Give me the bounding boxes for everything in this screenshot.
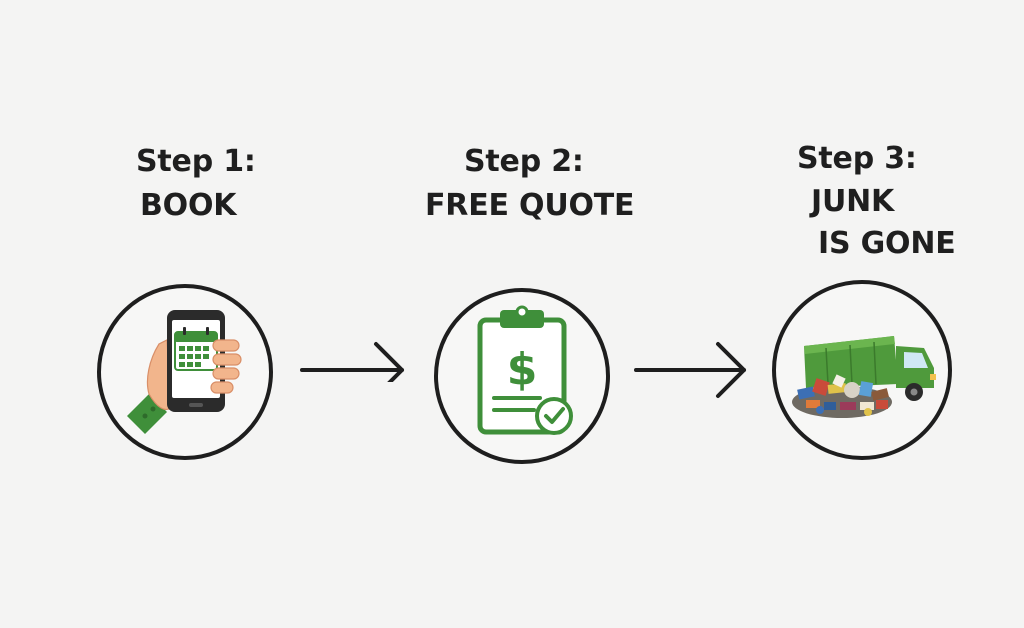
garbage-truck-junk-icon [792, 336, 936, 418]
step-2-title: FREE QUOTE [425, 188, 635, 223]
step-2-heading: Step 2: [464, 144, 584, 179]
svg-text:$: $ [507, 344, 538, 395]
step-1-title: BOOK [140, 188, 237, 223]
clipboard-dollar-check-icon: $ [477, 305, 573, 435]
step-1-circle [97, 284, 273, 460]
step-3-title-line-2: IS GONE [818, 226, 956, 261]
step-3-circle [772, 280, 952, 460]
arrow-right-icon [300, 342, 404, 382]
step-3-title-line-1: JUNK [811, 184, 895, 219]
step-3-heading: Step 3: [797, 141, 917, 176]
arrow-right-icon [634, 342, 746, 398]
step-1-heading: Step 1: [136, 144, 256, 179]
phone-calendar-icon [127, 310, 242, 434]
step-2-circle: $ [434, 288, 610, 464]
